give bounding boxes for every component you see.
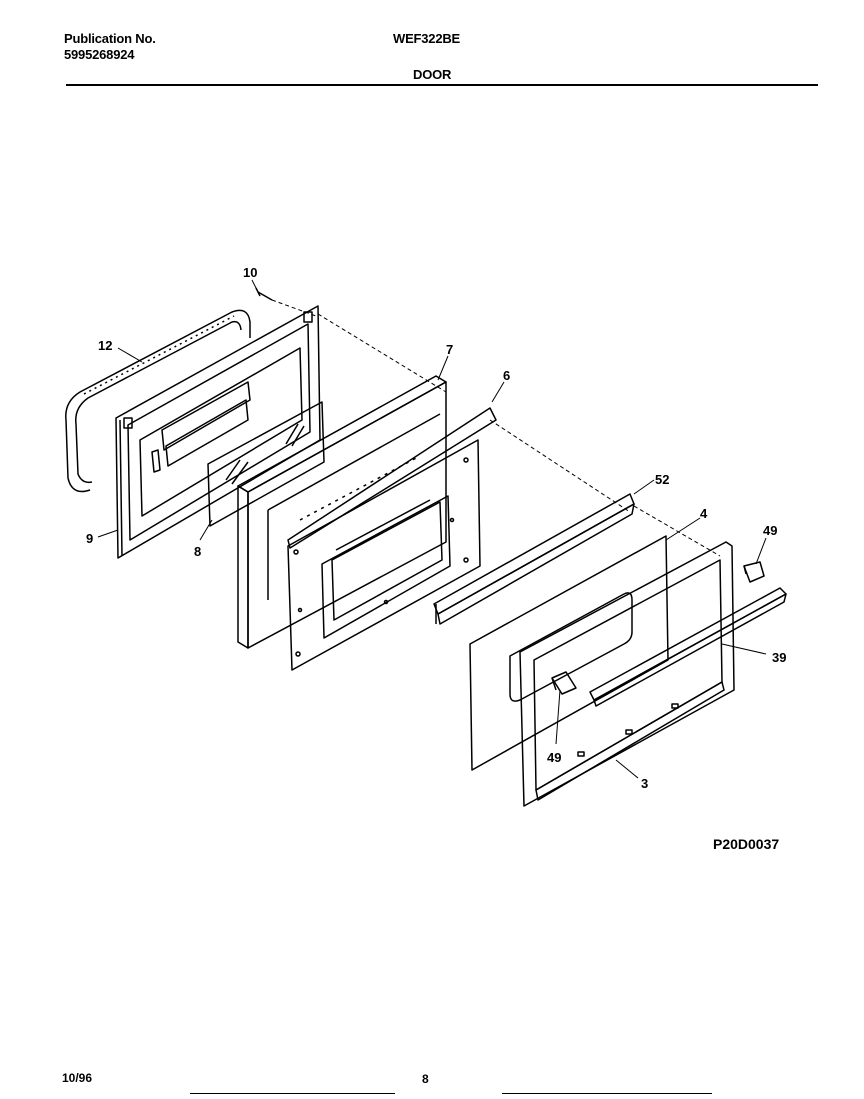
header-rule bbox=[66, 84, 818, 86]
footer-rule-right bbox=[502, 1093, 712, 1094]
publication-number: 5995268924 bbox=[64, 47, 135, 62]
callout-leaders bbox=[97, 279, 767, 779]
part-7-insulation bbox=[237, 375, 447, 649]
callout-8: 8 bbox=[194, 544, 201, 559]
callout-3: 3 bbox=[641, 776, 648, 791]
callout-12: 12 bbox=[98, 338, 112, 353]
callout-6: 6 bbox=[503, 368, 510, 383]
page-number: 8 bbox=[422, 1072, 429, 1086]
part-9-door-liner bbox=[115, 305, 321, 559]
part-10-screw bbox=[255, 287, 273, 301]
footer-date: 10/96 bbox=[62, 1071, 93, 1085]
callout-9: 9 bbox=[86, 531, 93, 546]
figure-code: P20D0037 bbox=[713, 836, 780, 852]
publication-label: Publication No. bbox=[64, 31, 156, 46]
part-52-trim-strip bbox=[433, 493, 635, 625]
part-49-end-cap-upper bbox=[743, 561, 765, 583]
part-3-outer-frame bbox=[519, 541, 735, 807]
part-6-inner-panel bbox=[287, 407, 497, 671]
part-8-glass bbox=[207, 401, 325, 527]
part-39-handle-rail bbox=[589, 587, 787, 707]
callout-52: 52 bbox=[655, 472, 669, 487]
part-12-gasket bbox=[65, 309, 251, 493]
callout-49-upper: 49 bbox=[763, 523, 777, 538]
callout-49-lower: 49 bbox=[547, 750, 561, 765]
assembly-guide-lines bbox=[271, 299, 721, 557]
callout-10: 10 bbox=[243, 265, 257, 280]
part-4-outer-glass bbox=[469, 535, 669, 771]
footer-rule-left bbox=[190, 1093, 395, 1094]
section-title: DOOR bbox=[413, 67, 452, 82]
callout-4: 4 bbox=[700, 506, 708, 521]
model-number: WEF322BE bbox=[393, 31, 461, 46]
part-49-end-cap-lower bbox=[551, 671, 577, 695]
callout-39: 39 bbox=[772, 650, 786, 665]
callout-7: 7 bbox=[446, 342, 453, 357]
